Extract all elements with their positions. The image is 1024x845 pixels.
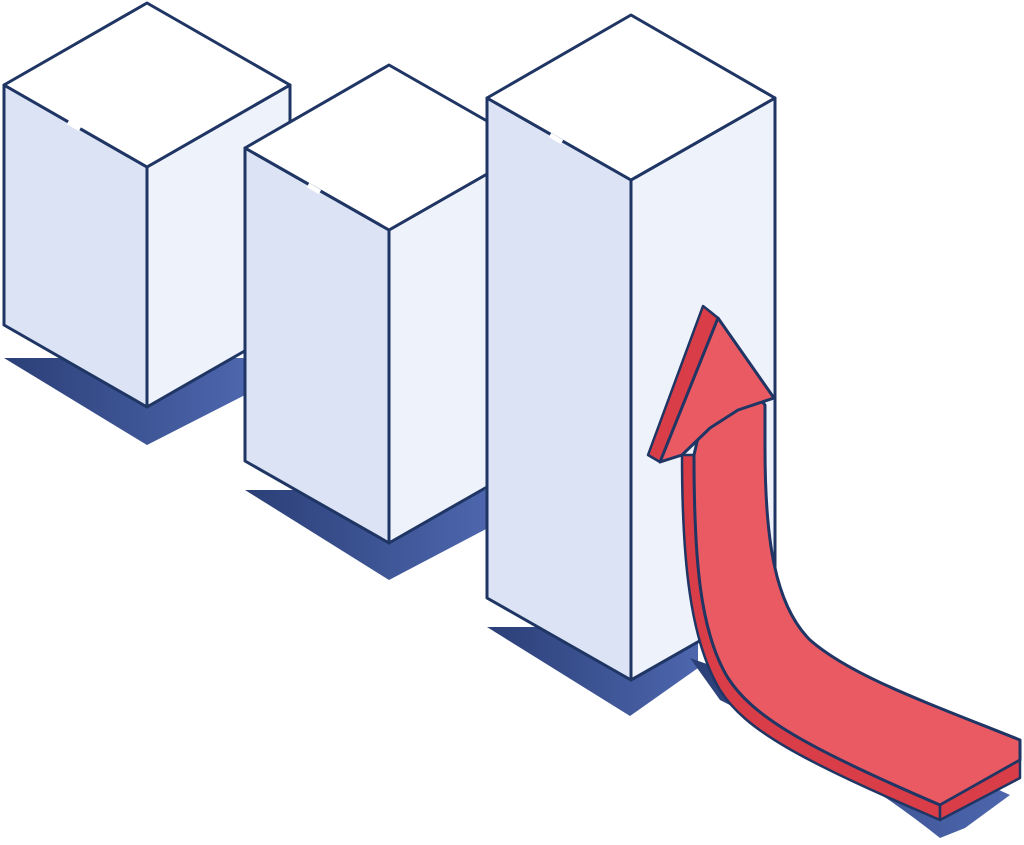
rising-arrow-tip (702, 305, 719, 319)
bar-block-2-right-face (387, 172, 489, 545)
bar-block-2-highlight (306, 182, 322, 195)
rising-arrow (646, 304, 1022, 838)
rising-arrow-tail-edge (938, 758, 1022, 822)
bar-block-3-left-face (485, 96, 633, 682)
rising-arrow-body (692, 348, 1022, 807)
bar-block-1-highlight (66, 119, 82, 132)
bar-block-3-highlight (548, 132, 564, 145)
bar-block-2 (243, 63, 489, 580)
